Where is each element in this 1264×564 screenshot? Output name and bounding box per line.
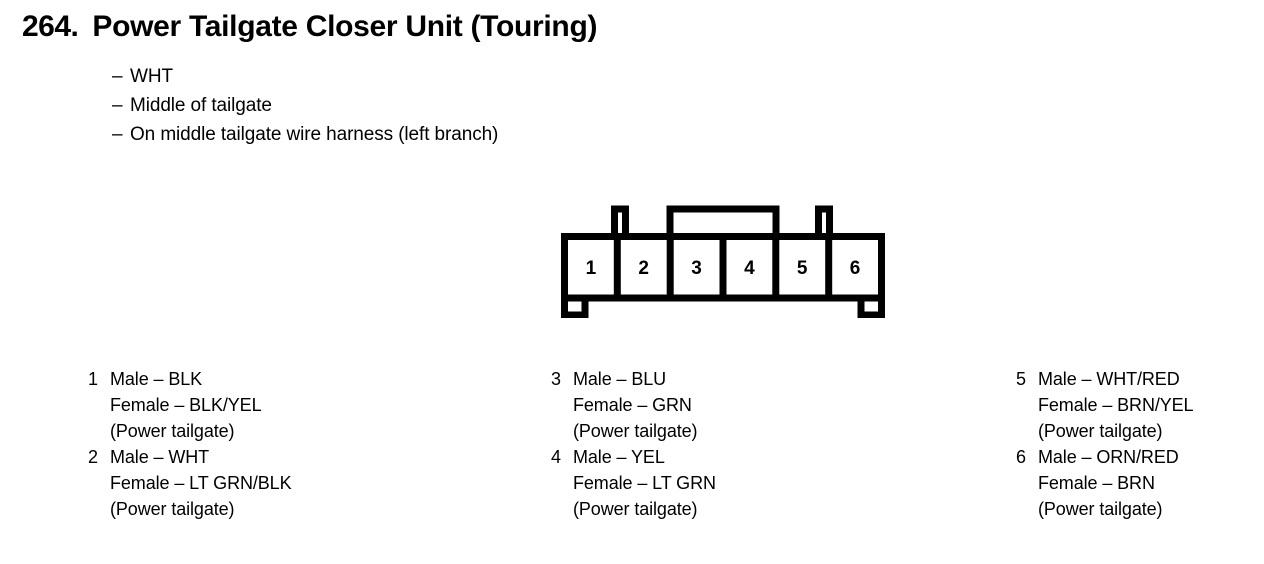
note-item: –On middle tailgate wire harness (left b… [112,120,498,149]
cavity-number-1: 1 [586,258,597,279]
pin-column-left: 1 Male – BLK Female – BLK/YEL (Power tai… [88,366,292,522]
page-title: 264. Power Tailgate Closer Unit (Touring… [22,10,597,44]
note-dash: – [112,95,123,116]
pin-number: 5 [1016,369,1027,389]
pin-entry: 2 Male – WHT Female – LT GRN/BLK (Power … [88,444,292,522]
pin-female-wire: Female – BRN [1038,473,1155,493]
pin-number: 3 [551,369,562,389]
pin-male-wire: Male – ORN/RED [1038,447,1179,467]
pin-number: 4 [551,447,562,467]
connector-svg: 1 2 3 4 5 6 [561,205,885,318]
pin-female-wire: Female – LT GRN [573,473,716,493]
pin-detail: Male – WHT/RED Female – BRN/YEL (Power t… [1038,366,1194,444]
pin-male-wire: Male – WHT [110,447,210,467]
pin-entry: 6 Male – ORN/RED Female – BRN (Power tai… [1016,444,1193,522]
pin-circuit: (Power tailgate) [573,499,698,519]
connector-diagram: 1 2 3 4 5 6 [555,198,895,318]
connector-latch-tab [666,205,780,236]
pin-entry: 4 Male – YEL Female – LT GRN (Power tail… [551,444,716,522]
cavity-number-3: 3 [691,258,702,279]
item-number: 264. [22,10,79,43]
pin-male-wire: Male – YEL [573,447,665,467]
note-text: Middle of tailgate [130,95,272,116]
pin-circuit: (Power tailgate) [573,421,698,441]
pin-number: 1 [88,369,99,389]
cavity-number-4: 4 [744,258,755,279]
cavity-number-2: 2 [638,258,649,279]
cavity-number-6: 6 [850,258,861,279]
pin-male-wire: Male – BLU [573,369,667,389]
pin-circuit: (Power tailgate) [110,499,235,519]
note-item: –WHT [112,62,498,91]
notes-list: –WHT –Middle of tailgate –On middle tail… [112,62,498,149]
pin-column-right: 5 Male – WHT/RED Female – BRN/YEL (Power… [1016,366,1194,522]
pin-female-wire: Female – LT GRN/BLK [110,473,292,493]
pin-circuit: (Power tailgate) [1038,499,1163,519]
note-text: WHT [130,66,173,87]
pin-female-wire: Female – GRN [573,395,692,415]
pin-detail: Male – YEL Female – LT GRN (Power tailga… [573,444,716,522]
note-text: On middle tailgate wire harness (left br… [130,124,499,145]
note-dash: – [112,66,123,87]
pin-detail: Male – BLU Female – GRN (Power tailgate) [573,366,698,444]
connector-slot-left [611,205,629,236]
note-item: –Middle of tailgate [112,91,498,120]
pin-number: 6 [1016,447,1027,467]
item-title: Power Tailgate Closer Unit (Touring) [92,10,598,43]
pin-detail: Male – BLK Female – BLK/YEL (Power tailg… [110,366,262,444]
cavity-number-5: 5 [797,258,808,279]
pin-circuit: (Power tailgate) [1038,421,1163,441]
pin-column-middle: 3 Male – BLU Female – GRN (Power tailgat… [551,366,716,522]
pin-entry: 1 Male – BLK Female – BLK/YEL (Power tai… [88,366,292,444]
pin-detail: Male – ORN/RED Female – BRN (Power tailg… [1038,444,1179,522]
pin-female-wire: Female – BRN/YEL [1038,395,1194,415]
pin-male-wire: Male – BLK [110,369,203,389]
note-dash: – [112,124,123,145]
pin-entry: 5 Male – WHT/RED Female – BRN/YEL (Power… [1016,366,1194,444]
pin-number: 2 [88,447,99,467]
pin-detail: Male – WHT Female – LT GRN/BLK (Power ta… [110,444,292,522]
pin-circuit: (Power tailgate) [110,421,235,441]
pin-entry: 3 Male – BLU Female – GRN (Power tailgat… [551,366,716,444]
connector-slot-right [815,205,833,236]
pin-female-wire: Female – BLK/YEL [110,395,262,415]
pin-male-wire: Male – WHT/RED [1038,369,1180,389]
